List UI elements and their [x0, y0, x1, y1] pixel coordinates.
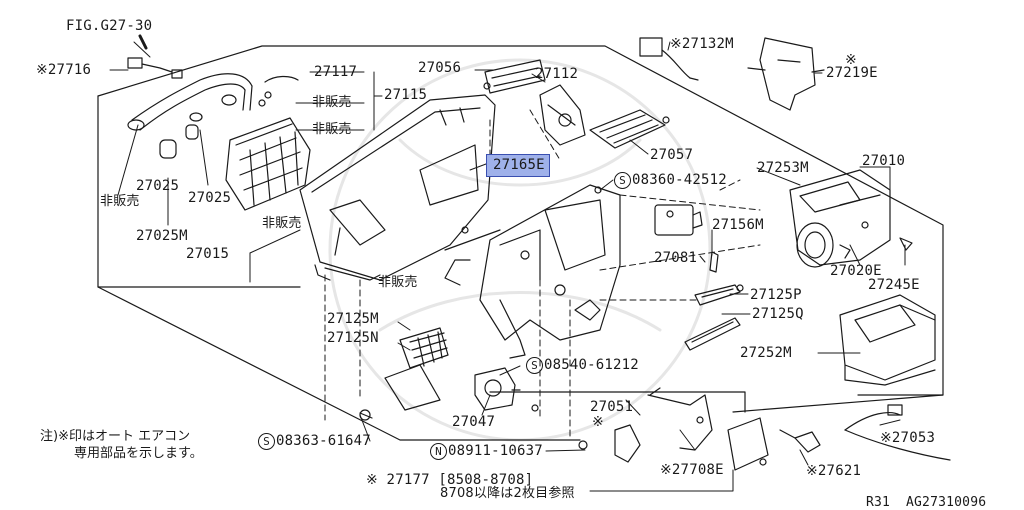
label-27020e[interactable]: 27020E	[830, 263, 882, 279]
duct-27252m-part	[839, 294, 936, 386]
label-27125p[interactable]: 27125P	[750, 287, 802, 303]
blower-27010-part	[789, 169, 891, 268]
label-27156m[interactable]: 27156M	[712, 217, 764, 233]
module-27177-part	[727, 417, 769, 471]
label-27015[interactable]: 27015	[186, 246, 230, 262]
label-27081[interactable]: 27081	[654, 250, 698, 266]
label-27253m[interactable]: 27253M	[757, 160, 809, 176]
evaporator-core-part	[225, 117, 311, 211]
watermark-logo	[328, 58, 712, 442]
s-mark-icon: S	[258, 433, 275, 450]
main-outline-frame	[97, 45, 944, 441]
filter-27057-part	[589, 109, 670, 149]
footnote-line-1: 注)※印はオート エアコン	[40, 429, 191, 444]
label-27716[interactable]: ※27716	[36, 62, 92, 78]
label-08540-61212-text: 08540-61212	[544, 357, 639, 373]
sensor-27621-part	[779, 429, 821, 453]
label-08363-61647-text: 08363-61647	[276, 433, 371, 449]
label-27047[interactable]: 27047	[452, 414, 496, 430]
lever-27112-part	[539, 84, 586, 146]
door-27056-part	[483, 59, 546, 94]
label-27112[interactable]: 27112	[535, 66, 579, 82]
grid-27125m-n-part	[359, 327, 449, 421]
label-not-for-sale-1: 非販売	[312, 95, 352, 110]
label-27708e[interactable]: ※27708E	[660, 462, 724, 478]
label-27219e-mark: ※	[845, 52, 857, 68]
upper-housing-part	[299, 94, 496, 281]
footnote: 注)※印はオート エアコン 専用部品を示します。	[40, 428, 203, 462]
footer-code: AG27310096	[906, 495, 987, 510]
motor-27047-part	[474, 367, 539, 412]
clip-27117-part	[258, 75, 299, 107]
fig-reference[interactable]: FIG.G27-30	[66, 18, 153, 34]
label-27177-sub: 8708以降は2枚目参照	[440, 486, 575, 501]
label-27621[interactable]: ※27621	[806, 463, 862, 479]
label-27115[interactable]: 27115	[384, 87, 428, 103]
screws	[461, 186, 602, 450]
dashed-guides	[324, 109, 761, 441]
actuator-27132m-part	[639, 37, 699, 81]
heater-unit-part	[444, 184, 621, 359]
label-27125q[interactable]: 27125Q	[752, 306, 804, 322]
label-27056[interactable]: 27056	[418, 60, 462, 76]
label-not-for-sale-5: 非販売	[378, 275, 418, 290]
label-27125n[interactable]: 27125N	[327, 330, 379, 346]
label-27053[interactable]: ※27053	[880, 430, 936, 446]
n-mark-icon: N	[430, 443, 447, 460]
plates-27125p-q	[684, 284, 744, 351]
s-mark-icon: S	[526, 357, 543, 374]
label-27025-a[interactable]: 27025	[136, 178, 180, 194]
small-parts-27020e-27245e	[839, 237, 913, 259]
label-27125m[interactable]: 27125M	[327, 311, 379, 327]
label-27025-b[interactable]: 27025	[188, 190, 232, 206]
label-27252m[interactable]: 27252M	[740, 345, 792, 361]
bracket-27219e-part	[747, 37, 825, 111]
label-27025m[interactable]: 27025M	[136, 228, 188, 244]
footnote-line-2: 専用部品を示します。	[74, 446, 203, 461]
label-27165e[interactable]: 27165E	[493, 157, 545, 173]
label-27057[interactable]: 27057	[650, 147, 694, 163]
label-27219e[interactable]: 27219E	[826, 65, 878, 81]
label-27010[interactable]: 27010	[862, 153, 906, 169]
label-27177[interactable]: ※ 27177 [8508-8708]	[366, 472, 534, 488]
label-not-for-sale-4: 非販売	[262, 216, 302, 231]
drain-hose-part	[127, 73, 253, 159]
footer-model: R31	[866, 495, 891, 510]
label-27132m[interactable]: ※27132M	[670, 36, 734, 52]
s-mark-icon: S	[614, 172, 631, 189]
label-not-for-sale-2: 非販売	[312, 122, 352, 137]
label-08360-42512-text: 08360-42512	[632, 172, 727, 188]
motor-27081-part	[654, 204, 719, 273]
harness-27053-part	[844, 404, 951, 461]
leader-lines	[109, 41, 906, 492]
label-27117[interactable]: 27117	[314, 64, 358, 80]
label-not-for-sale-3: 非販売	[100, 194, 140, 209]
parts-27051-27708e	[614, 387, 713, 463]
highlight-27165e	[486, 154, 550, 177]
label-27245e[interactable]: 27245E	[868, 277, 920, 293]
label-08911-10637-text: 08911-10637	[448, 443, 543, 459]
label-27051[interactable]: 27051	[590, 399, 634, 415]
sensor-27716-part	[127, 34, 183, 79]
label-27051-mark: ※	[592, 414, 604, 430]
